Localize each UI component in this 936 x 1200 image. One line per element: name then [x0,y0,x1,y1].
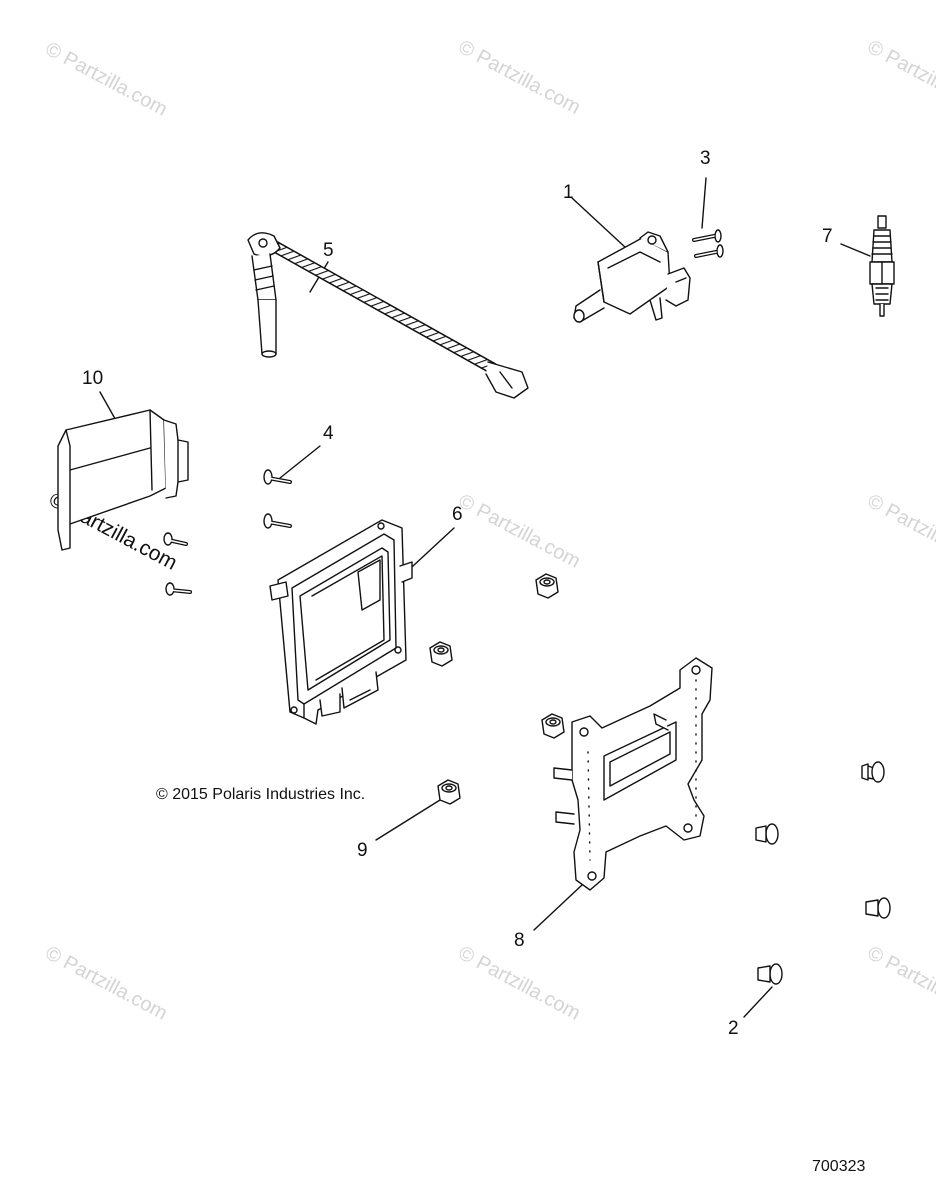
flange-nut-part [541,713,565,739]
mounting-plate-part [553,657,713,891]
ecu-screw-part [263,469,292,529]
leader-line-3 [701,177,707,229]
coil-screw-part [692,229,724,258]
flange-nut-part [535,573,559,599]
plate-screw-part [865,897,891,919]
plate-screw-part [861,761,885,783]
leader-line-7 [840,243,871,257]
flange-nut-part [429,641,453,667]
copyright-notice: © 2015 Polaris Industries Inc. [156,786,366,803]
spark-plug-part [869,215,895,317]
leader-line-9 [375,799,441,841]
leader-line-1 [571,197,627,249]
ignition-coil-part [573,231,691,323]
callout-3: 3 [700,148,711,169]
callout-9: 9 [357,840,368,861]
callout-1: 1 [563,182,574,203]
ecu-module-part [269,519,413,725]
flange-nut-part [437,779,461,805]
drawing-number: 700323 [812,1158,866,1175]
callout-7: 7 [822,226,833,247]
callout-8: 8 [514,930,525,951]
callout-5: 5 [323,240,334,261]
mounting-bracket-part [57,409,189,551]
callout-6: 6 [452,504,463,525]
leader-line-2 [743,986,773,1018]
callout-2: 2 [728,1018,739,1039]
leader-line-8 [533,884,583,931]
plate-screw-part [755,823,779,845]
leader-line-4 [279,445,321,479]
bracket-screw-part [163,532,192,596]
plate-screw-part [757,963,783,985]
callout-4: 4 [323,423,334,444]
spark-plug-wire-part [247,232,529,399]
callout-10: 10 [82,368,104,389]
